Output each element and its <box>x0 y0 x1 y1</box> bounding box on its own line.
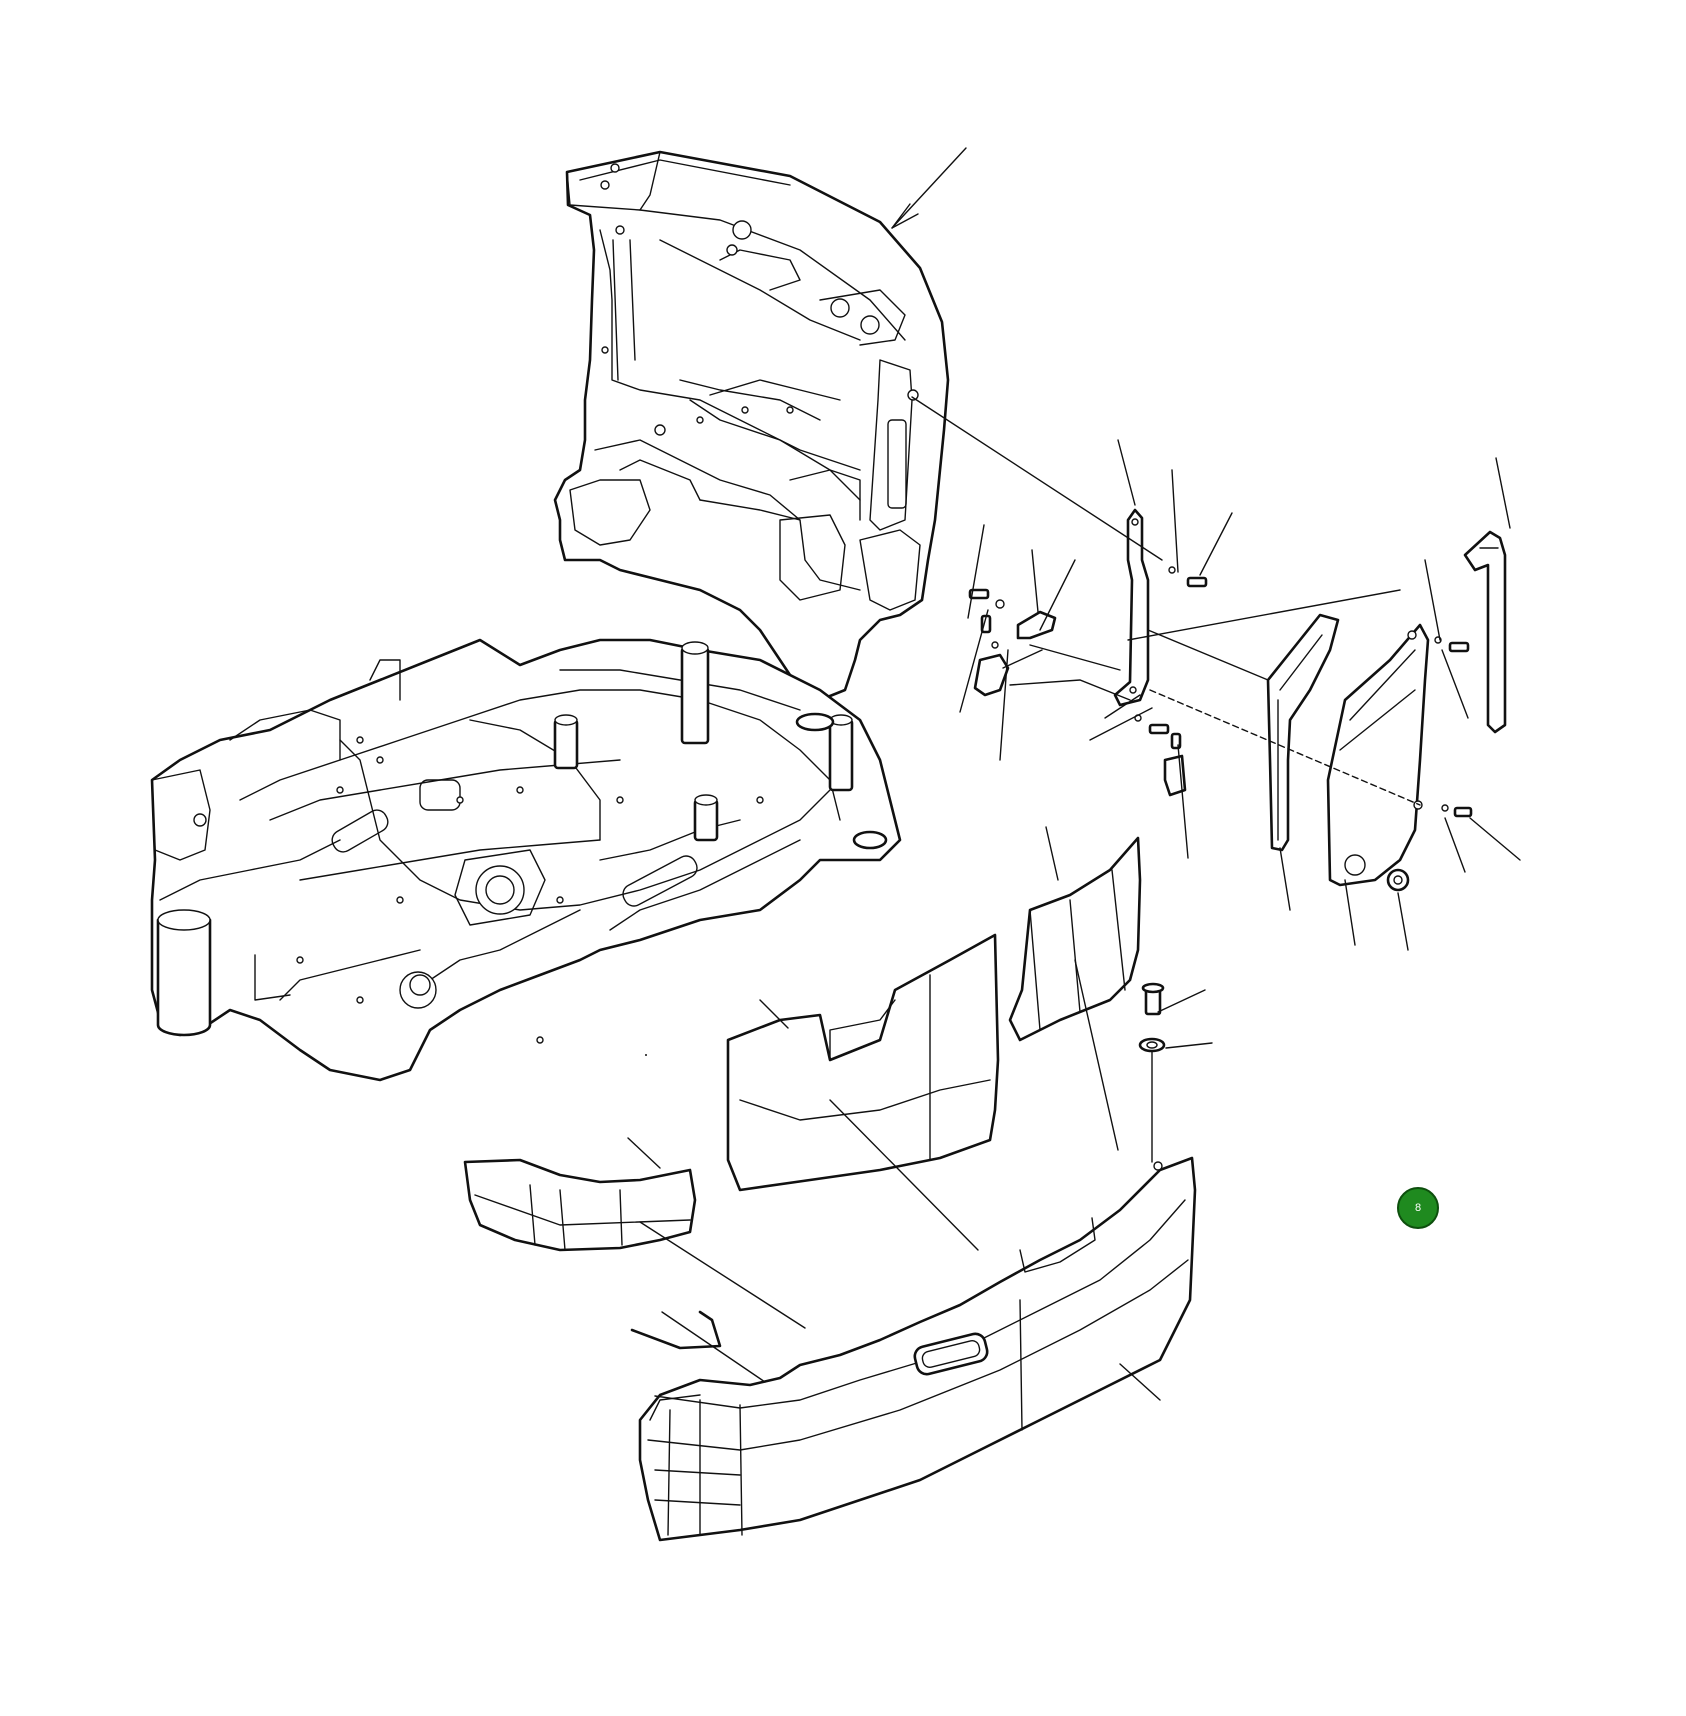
handle-bar <box>1463 530 1507 734</box>
upper-right-cover <box>1008 836 1142 1042</box>
stray-mark <box>645 1054 647 1056</box>
vertical-bracket <box>1113 508 1150 707</box>
small-bracket-b <box>973 653 1010 697</box>
callout-badge[interactable]: 8 <box>1397 1187 1439 1229</box>
base-frame <box>150 638 902 1082</box>
side-panel-strip <box>1266 613 1340 852</box>
corner-cover-left <box>463 1158 697 1252</box>
handle-rod <box>630 1310 722 1350</box>
side-panel-door <box>1326 623 1430 887</box>
leader-lines <box>627 147 1521 1401</box>
bolts <box>968 566 1473 1053</box>
small-bracket-a <box>1016 610 1057 640</box>
cab-frame <box>553 150 950 702</box>
upper-left-cover <box>726 933 1000 1192</box>
counterweight <box>638 1156 1197 1542</box>
